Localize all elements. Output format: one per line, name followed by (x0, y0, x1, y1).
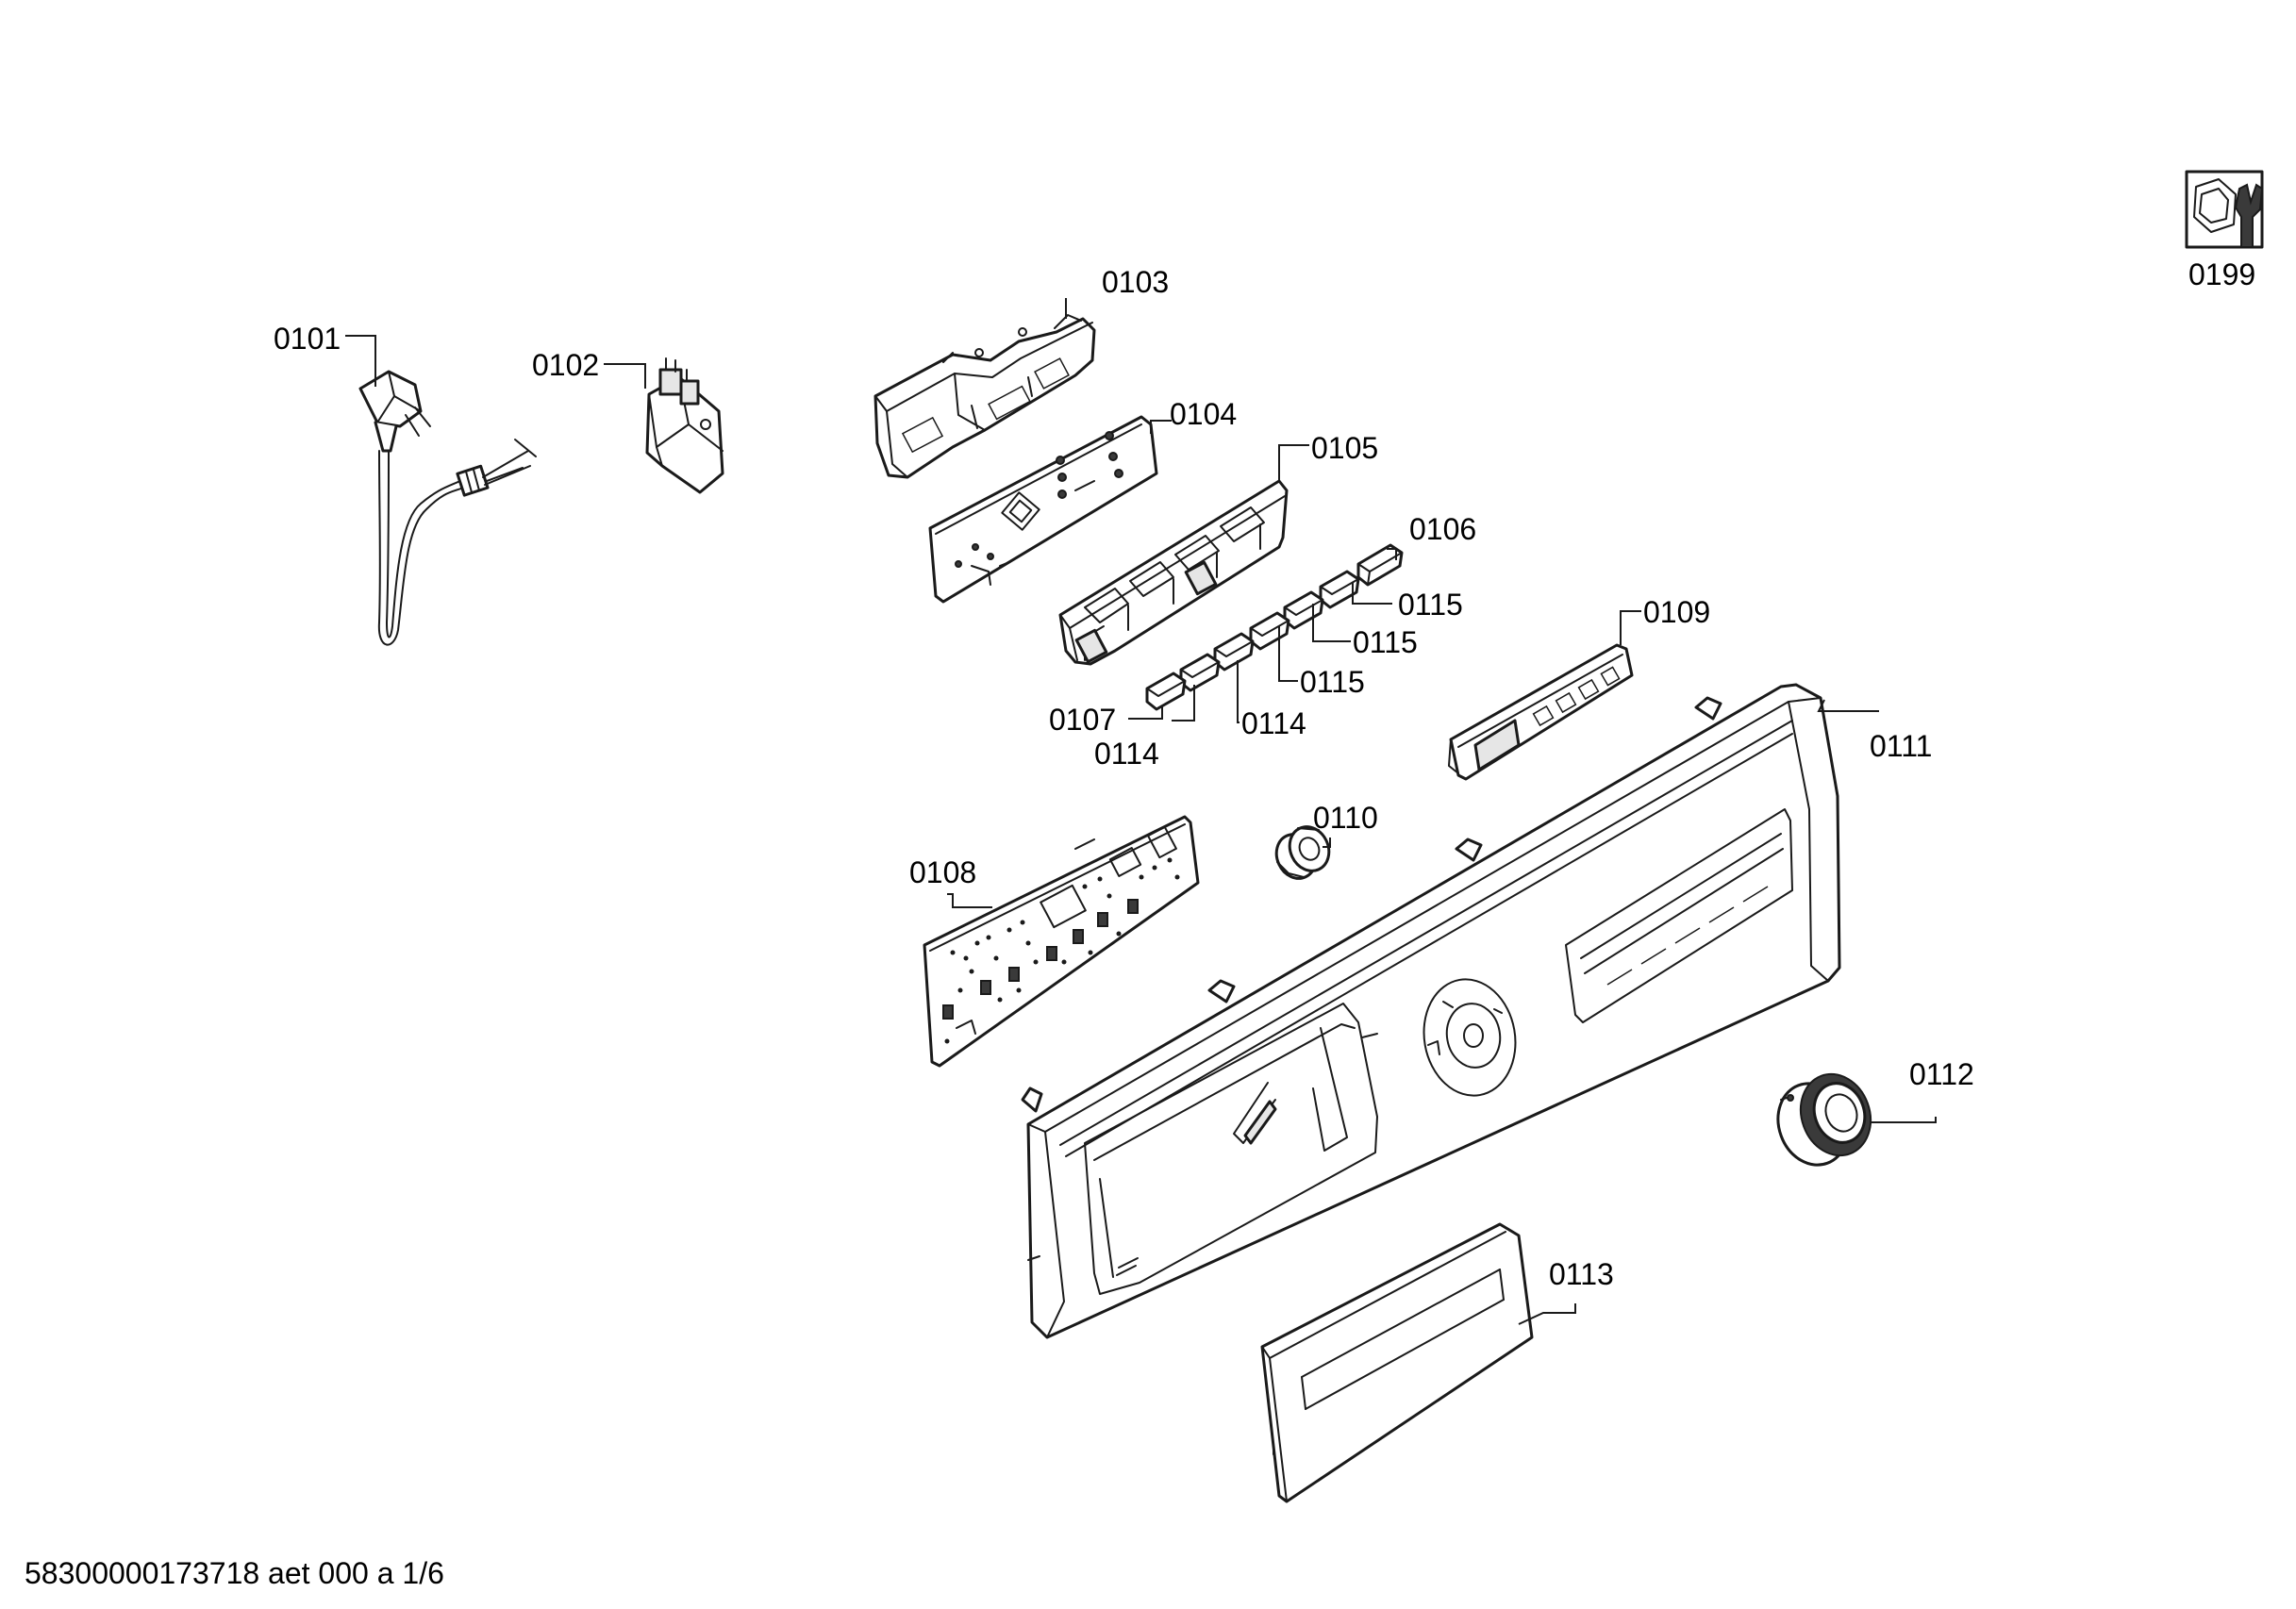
part-0115b-key-button[interactable] (1283, 590, 1324, 630)
part-0109-light-guide[interactable] (1448, 643, 1634, 781)
label-0104: 0104 (1170, 397, 1237, 431)
label-0115a: 0115 (1398, 588, 1463, 622)
label-0113: 0113 (1549, 1257, 1614, 1291)
label-0114a: 0114 (1094, 737, 1159, 771)
part-0110-knob-coupler[interactable] (1270, 821, 1337, 885)
label-0101: 0101 (274, 322, 341, 356)
label-0199: 0199 (2188, 257, 2255, 291)
label-0107: 0107 (1049, 703, 1116, 737)
part-0105-button-carrier[interactable] (1058, 479, 1289, 666)
label-0115b: 0115 (1353, 625, 1418, 659)
part-0111-control-panel[interactable] (1021, 683, 1841, 1339)
label-0105: 0105 (1311, 431, 1378, 465)
label-0111: 0111 (1870, 729, 1932, 763)
label-0102: 0102 (532, 348, 599, 382)
part-0104-display-pcb[interactable] (928, 415, 1158, 604)
part-0103-electronics-housing[interactable] (873, 314, 1096, 479)
label-0103: 0103 (1102, 265, 1169, 299)
part-0114a-key-button[interactable] (1179, 653, 1221, 692)
label-0110: 0110 (1313, 801, 1378, 835)
label-0114b: 0114 (1241, 706, 1306, 740)
part-0102-interference-filter[interactable] (645, 357, 724, 494)
part-0106-key-button[interactable] (1356, 543, 1404, 587)
part-0107-key-button[interactable] (1145, 672, 1187, 711)
part-0101-power-cord[interactable] (358, 370, 537, 646)
part-0108-control-pcb[interactable] (923, 815, 1200, 1068)
label-0109: 0109 (1643, 595, 1710, 629)
label-0112: 0112 (1909, 1057, 1974, 1091)
part-labels: 0101 0102 0103 0104 0105 0106 0107 0108 … (274, 257, 2255, 1291)
part-0114b-key-button[interactable] (1213, 632, 1255, 672)
leader-lines (345, 298, 1937, 1325)
nut-and-wrench-icon (2185, 170, 2264, 249)
label-0108: 0108 (909, 855, 976, 889)
document-id: 58300000173718 aet 000 a 1/6 (25, 1556, 444, 1590)
part-0113-drawer-handle[interactable] (1260, 1222, 1534, 1503)
part-0115c-key-button[interactable] (1249, 611, 1290, 651)
label-0115c: 0115 (1300, 665, 1365, 699)
part-0112-programme-knob[interactable] (1767, 1064, 1882, 1174)
label-0106: 0106 (1409, 512, 1476, 546)
